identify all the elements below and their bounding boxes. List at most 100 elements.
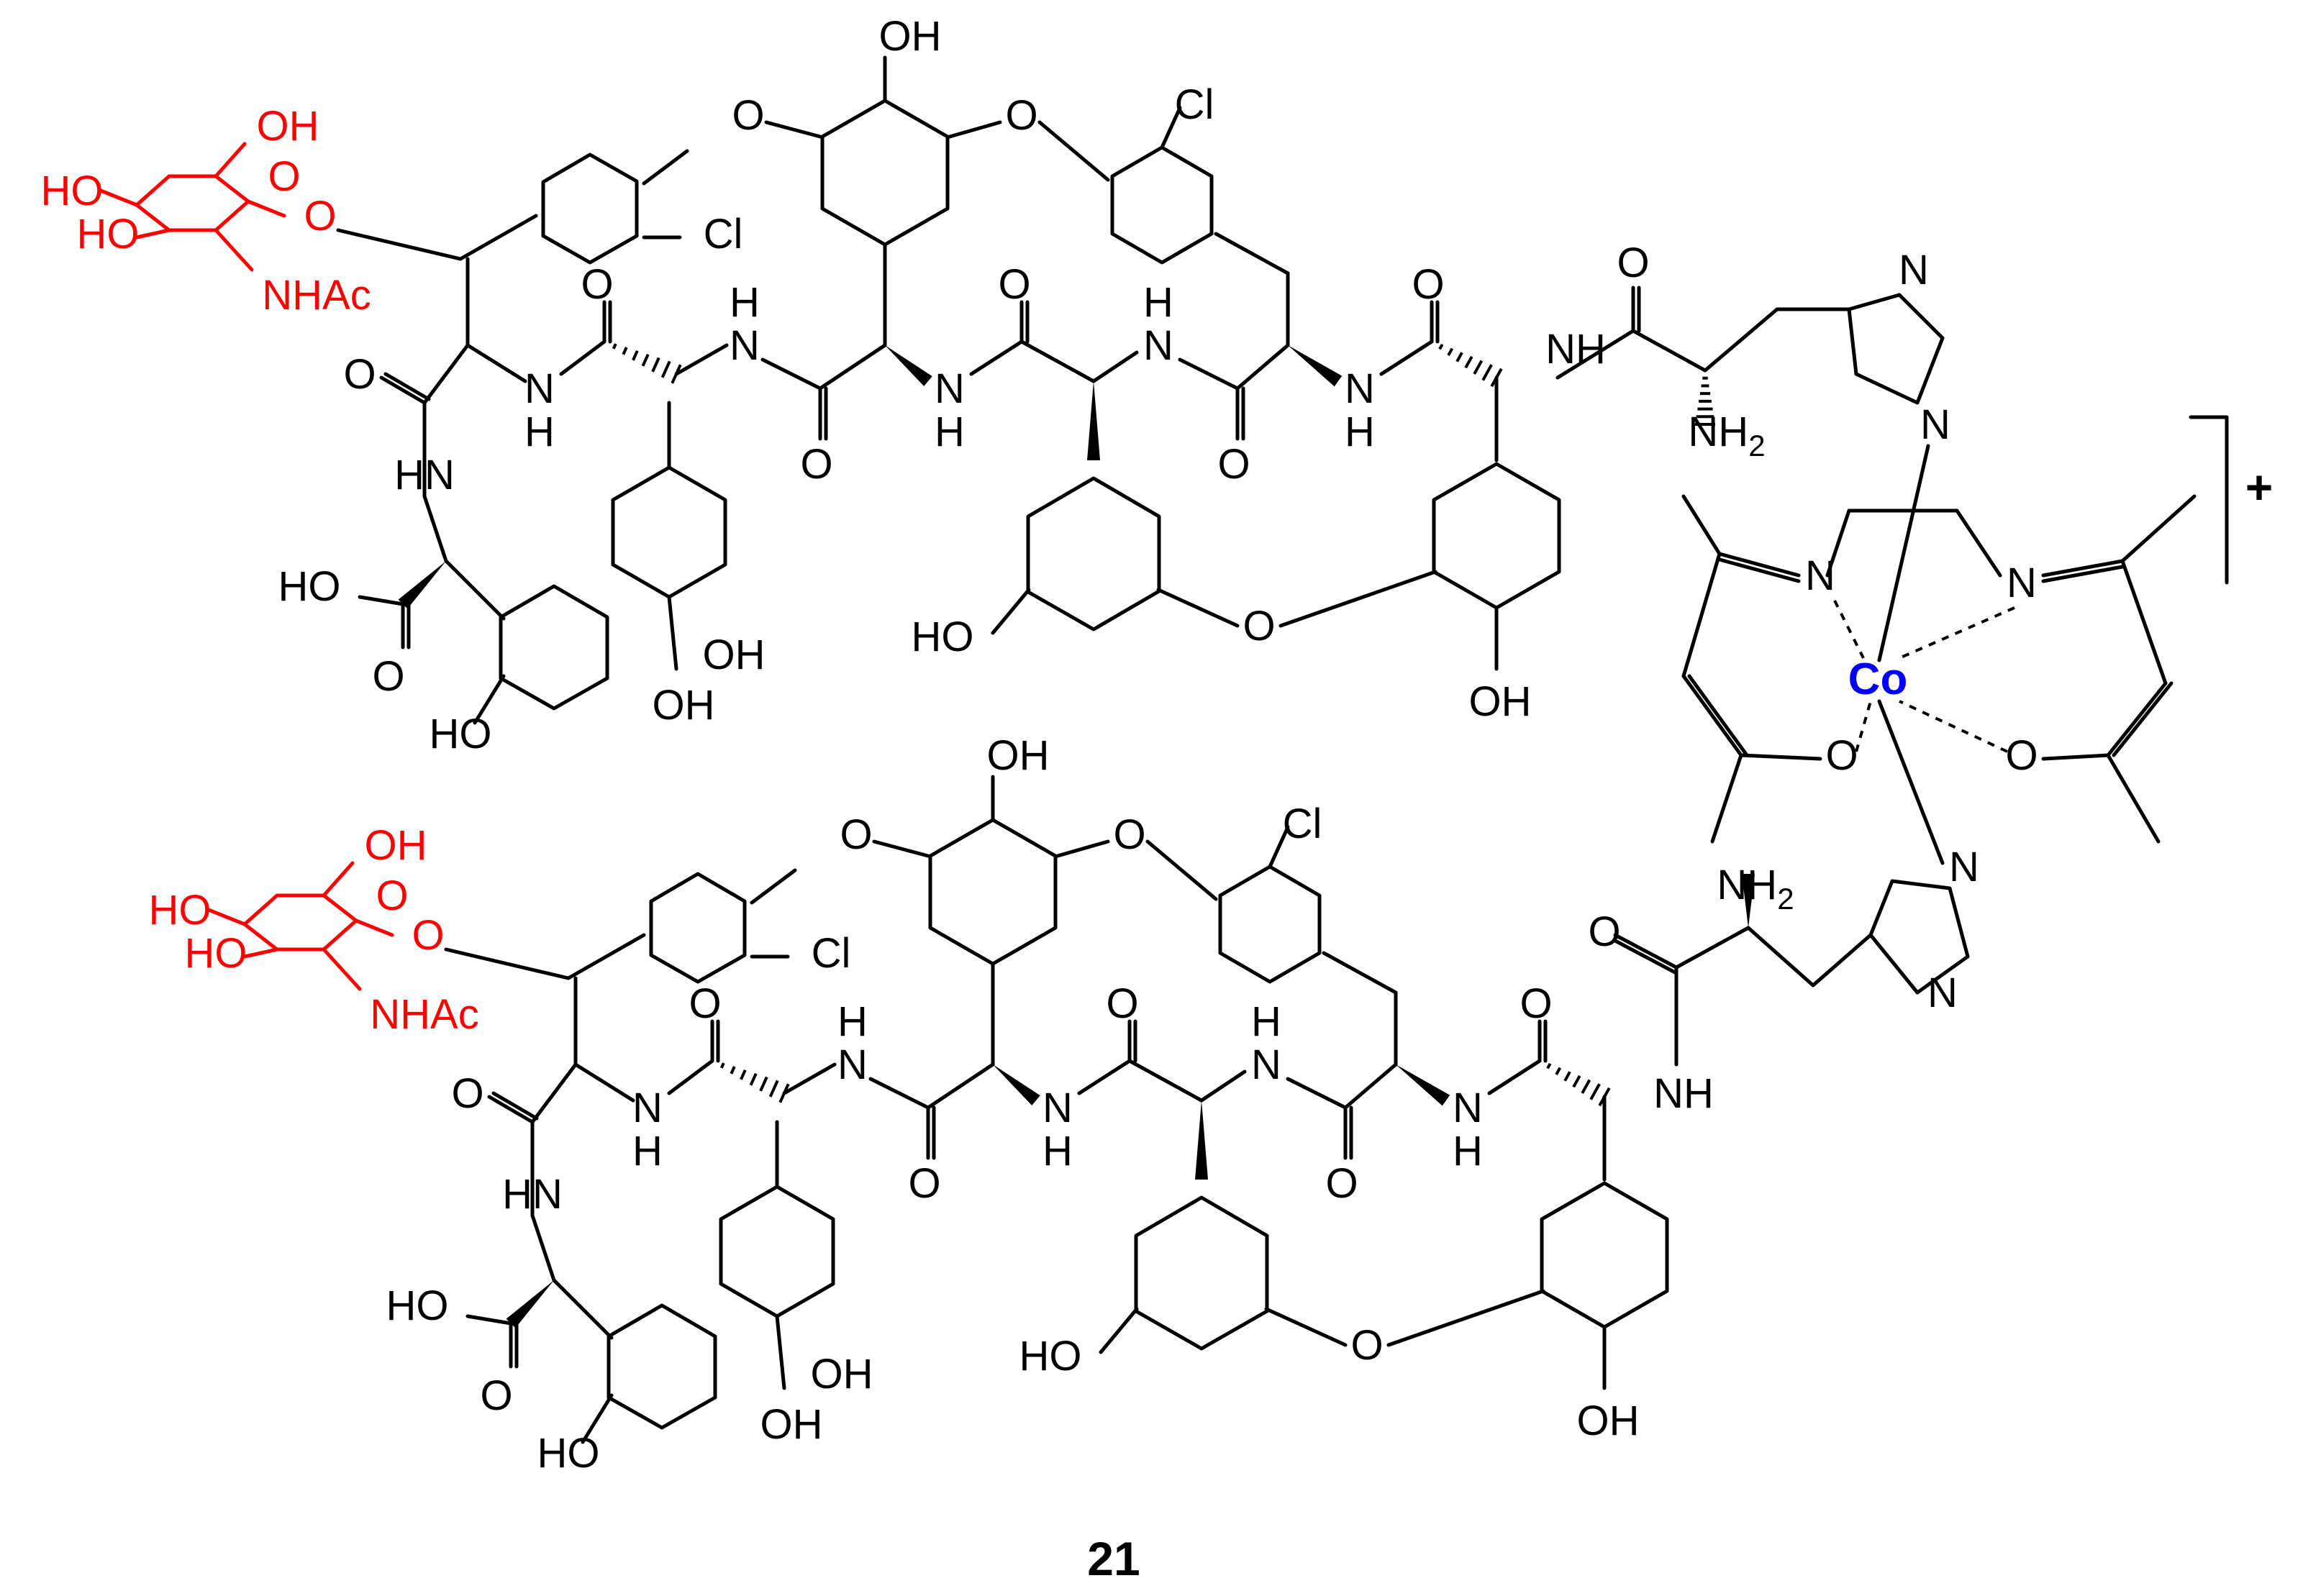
amide-n-label-2: N: [730, 322, 760, 369]
sugar-ring-bottom: [242, 893, 359, 952]
amide-h-label-1: H: [632, 1128, 663, 1175]
ring-f-bottom: [719, 1185, 835, 1318]
nh-bond-1: [465, 343, 527, 383]
en-bond-1: [1825, 509, 1851, 578]
amide-n-label-1: N: [632, 1085, 663, 1131]
bb-seg-9: [1178, 357, 1240, 391]
ring-e-ether-bond: [1386, 1289, 1545, 1347]
ring-f-oh-label: OH: [811, 1351, 873, 1397]
ring-d-oh-bond: [1099, 1307, 1139, 1354]
bb-seg-6: [1077, 1059, 1132, 1095]
cobalt-atom-label: Co: [1848, 655, 1908, 704]
ether-c-bond: [1145, 839, 1218, 901]
ring-d-oh-bond: [991, 588, 1031, 635]
his1-nh2-label: NH2: [1688, 409, 1765, 462]
ring-d-ether-bond: [1264, 1307, 1348, 1347]
ring-c-cl-bond: [1160, 106, 1182, 150]
his1-amide-bond: [1555, 329, 1635, 380]
coord-bond-o1: [1855, 701, 1872, 752]
sugar-ho-label-1: HO: [41, 168, 104, 214]
imidazole-1: [1847, 293, 1945, 405]
carbonyl-o-label-1: O: [343, 351, 376, 398]
cooh-oh-bond: [358, 595, 405, 606]
stereo-hash-1: [612, 343, 682, 384]
coord-bond-n1: [1833, 600, 1865, 659]
ether-b-right: [948, 120, 1002, 139]
nh-bond-1: [573, 1062, 635, 1103]
bb-seg-11: [1487, 1059, 1542, 1095]
ether-o-label-2: O: [1113, 811, 1145, 858]
cooh-oh-bond: [465, 1314, 513, 1326]
nhac-label: NHAc: [262, 272, 371, 319]
his2-co-double: [1613, 933, 1679, 970]
ring-b-oh-label: OH: [987, 732, 1050, 779]
charge-label: +: [2245, 460, 2274, 514]
ether-o-label-1: O: [732, 92, 764, 139]
stereo-hash-2: [1546, 1062, 1611, 1107]
hash-stroke: [1473, 360, 1484, 375]
his2-cb-bond: [1811, 933, 1873, 988]
ring-b-oh-label: OH: [879, 13, 942, 60]
ether-o-label-1: O: [840, 811, 872, 858]
his1-nh2-hash: [1695, 376, 1715, 426]
sugar-ring-o-label: O: [376, 872, 408, 919]
acacen-o-label-1: O: [1825, 732, 1858, 779]
ring-c-ch2-bond: [1214, 232, 1290, 275]
hash-stroke: [1546, 1062, 1552, 1070]
enol-c-2: [2106, 681, 2168, 757]
his2-co-double-b: [1613, 939, 1679, 975]
nhac-label: NHAc: [370, 991, 478, 1038]
his1-o-label: O: [1617, 240, 1649, 286]
ring-d-top: [1026, 476, 1161, 631]
acacen-n-label-1: N: [1805, 552, 1835, 599]
imine-bond-1: [1717, 552, 1801, 578]
carbonyl-o-label-2: O: [581, 261, 613, 308]
amide-n-label-2: N: [837, 1041, 868, 1088]
stereo-wedge-3: [1288, 345, 1343, 387]
amide-h-label-3: H: [935, 409, 965, 455]
ring-g-ho-label: HO: [537, 1430, 600, 1477]
glycosidic-o-label: O: [412, 912, 444, 959]
his2-nh2-label: NH2: [1717, 862, 1794, 916]
en-bond-3: [1955, 509, 2002, 578]
hash-stroke: [749, 1072, 758, 1086]
ring-c-ch2-bond: [1322, 951, 1398, 995]
backbone-left: [422, 257, 470, 563]
imidazole-2: [1868, 879, 1970, 995]
amide-n-label-5: N: [1453, 1085, 1483, 1131]
ring-e-top: [1432, 462, 1561, 610]
ether-b-right: [1055, 839, 1110, 858]
amide-h-label-4: H: [1251, 998, 1281, 1045]
sugar-ring-o-label: O: [268, 153, 300, 200]
amide-n-label-1: N: [524, 365, 555, 412]
bb-seg-9: [1286, 1077, 1348, 1110]
bb-seg-6: [969, 339, 1024, 376]
his2-o-label: O: [1588, 908, 1620, 955]
ring-f-oh-label-2: OH: [760, 1401, 823, 1448]
ring-b-top: [820, 99, 950, 247]
carbonyl-o-label-1: O: [451, 1070, 483, 1117]
imine-bond-1b: [1717, 557, 1801, 583]
ring-a-bottom: [649, 872, 747, 984]
amide-n-label-3: N: [935, 365, 965, 412]
amide-h-label-2: H: [837, 998, 868, 1045]
chlorine-label-c: Cl: [1283, 801, 1322, 847]
compound-number-label: 21: [1087, 1532, 1140, 1585]
chlorine-label-a: Cl: [704, 211, 743, 257]
sugar-ch2oh-label: OH: [365, 822, 427, 869]
hash-stroke: [719, 1062, 725, 1069]
hash-stroke: [1438, 343, 1444, 350]
sugar-ho-bond: [99, 188, 139, 207]
amide-hn-label: HN: [502, 1171, 563, 1218]
ring-d-ho-label: HO: [1019, 1333, 1082, 1380]
stereo-wedge-1: [885, 345, 932, 386]
his2-ca-bond: [1746, 926, 1815, 988]
ring-g-oh-bond: [473, 674, 506, 725]
his1-cb-bond: [1703, 307, 1779, 373]
ring-f-oh-label: OH: [703, 631, 766, 678]
bb-seg-11: [1379, 339, 1434, 376]
acac-chain-1: [1681, 552, 1722, 678]
hash-stroke: [660, 360, 671, 378]
me-bond-4: [2106, 753, 2161, 844]
